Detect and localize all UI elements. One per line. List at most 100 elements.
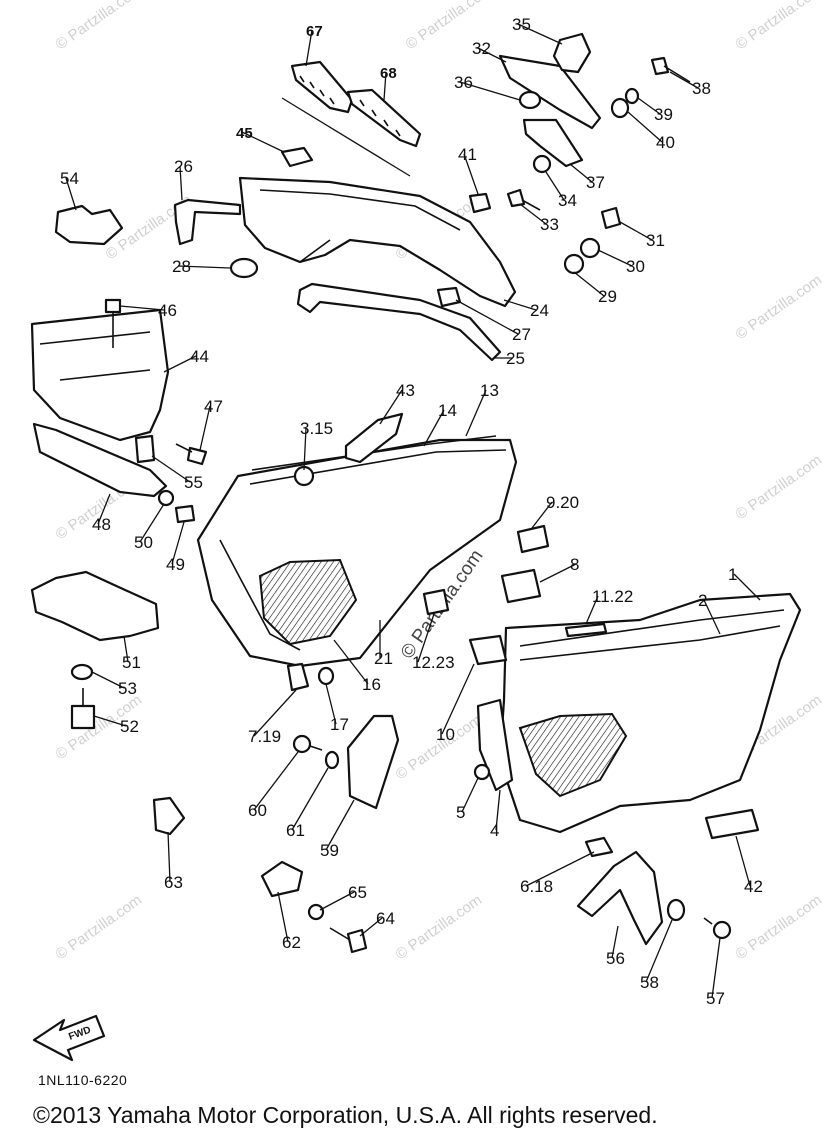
callout-56: 56 xyxy=(606,949,625,968)
screw-5-part xyxy=(473,763,491,781)
screw-17-part xyxy=(317,666,335,686)
callout-53: 53 xyxy=(118,679,137,698)
emblem-8-part xyxy=(500,568,542,604)
leader-26 xyxy=(179,165,183,201)
callout-9-20: 9.20 xyxy=(546,493,579,512)
bracket-48-part xyxy=(32,422,168,498)
emblem-12-23-part xyxy=(422,588,450,616)
knob-35-part xyxy=(552,32,592,74)
collar-29-part xyxy=(563,253,585,275)
callout-8: 8 xyxy=(570,555,579,574)
leader-47 xyxy=(199,405,211,451)
clip-41-part xyxy=(468,192,492,214)
leader-68 xyxy=(383,71,387,101)
callout-46: 46 xyxy=(158,301,177,320)
callout-55: 55 xyxy=(184,473,203,492)
leader-24 xyxy=(503,299,537,311)
bolt-31-part xyxy=(600,206,622,230)
watermark-text: © Partzilla.com xyxy=(393,891,486,963)
leader-11-22 xyxy=(585,595,599,625)
callout-17: 17 xyxy=(330,715,349,734)
clip-63-part xyxy=(152,796,186,836)
callout-10: 10 xyxy=(436,725,455,744)
clip-6-18-part xyxy=(584,836,614,858)
leader-36 xyxy=(459,81,521,101)
leader-14 xyxy=(423,409,445,447)
left-side-cover-part xyxy=(196,438,518,668)
leader-3-15 xyxy=(303,427,307,471)
bolt-60-part xyxy=(292,734,323,754)
callout-13: 13 xyxy=(480,381,499,400)
leader-59 xyxy=(325,799,355,851)
callout-35: 35 xyxy=(512,15,531,34)
callout-37: 37 xyxy=(586,173,605,192)
leader-54 xyxy=(65,177,77,211)
leader-16 xyxy=(333,639,369,685)
callout-50: 50 xyxy=(134,533,153,552)
pad-43-part xyxy=(344,412,404,464)
callout-40: 40 xyxy=(656,133,675,152)
callout-48: 48 xyxy=(92,515,111,534)
bolt-52-part xyxy=(70,688,96,730)
callout-29: 29 xyxy=(598,287,617,306)
washer-65-part xyxy=(307,903,325,921)
leader-65 xyxy=(319,891,355,911)
leader-12-23 xyxy=(417,613,435,663)
watermark-text: © Partzilla.com xyxy=(733,271,826,343)
leader-50 xyxy=(139,503,165,543)
collar-30-part xyxy=(579,237,601,259)
leader-44 xyxy=(163,355,197,373)
leader-7-19 xyxy=(253,689,297,737)
callout-30: 30 xyxy=(626,257,645,276)
plate-32-part xyxy=(498,54,602,130)
callout-25: 25 xyxy=(506,349,525,368)
leader-8 xyxy=(539,563,577,583)
callout-27: 27 xyxy=(512,325,531,344)
callout-65: 65 xyxy=(348,883,367,902)
upper-cover-part xyxy=(238,176,517,308)
collar-36-part xyxy=(518,90,542,110)
leader-46 xyxy=(119,305,165,311)
bracket-54-part xyxy=(54,204,124,246)
leader-49 xyxy=(171,521,185,565)
callout-49: 49 xyxy=(166,555,185,574)
leader-38 xyxy=(669,71,699,89)
callout-52: 52 xyxy=(120,717,139,736)
callout-36: 36 xyxy=(454,73,473,92)
leader-51 xyxy=(123,635,129,663)
bracket-56-part xyxy=(576,850,664,946)
leader-28 xyxy=(177,265,231,269)
rail-25-part xyxy=(296,282,502,362)
grommet-7-19-part xyxy=(286,662,310,692)
leader-61 xyxy=(291,767,329,831)
callout-59: 59 xyxy=(320,841,339,860)
seal-14-part xyxy=(251,435,497,471)
bolt-47-part xyxy=(175,443,208,466)
leader-37 xyxy=(569,163,593,183)
callout-5: 5 xyxy=(456,803,465,822)
leader-62 xyxy=(277,891,289,943)
callout-64: 64 xyxy=(376,909,395,928)
callout-62: 62 xyxy=(282,933,301,952)
leader-2 xyxy=(703,599,721,635)
callout-42: 42 xyxy=(744,877,763,896)
decal-68-part xyxy=(346,88,422,148)
copyright-notice: ©2013 Yamaha Motor Corporation, U.S.A. A… xyxy=(33,1102,658,1128)
pin-11-22-part xyxy=(564,622,608,638)
callout-12-23: 12.23 xyxy=(412,653,455,672)
washer-58-part xyxy=(666,898,686,922)
callout-57: 57 xyxy=(706,989,725,1008)
callout-7-19: 7.19 xyxy=(248,727,281,746)
bolt-64-part xyxy=(329,927,368,954)
panel-4-part xyxy=(476,698,514,792)
callout-51: 51 xyxy=(122,653,141,672)
callout-2: 2 xyxy=(698,591,707,610)
callout-47: 47 xyxy=(204,397,223,416)
callout-6-18: 6.18 xyxy=(520,877,553,896)
leader-43 xyxy=(379,389,403,425)
callout-41: 41 xyxy=(458,145,477,164)
callout-11-22: 11.22 xyxy=(592,587,633,606)
leader-63 xyxy=(167,831,171,883)
bracket-62-part xyxy=(260,860,304,898)
